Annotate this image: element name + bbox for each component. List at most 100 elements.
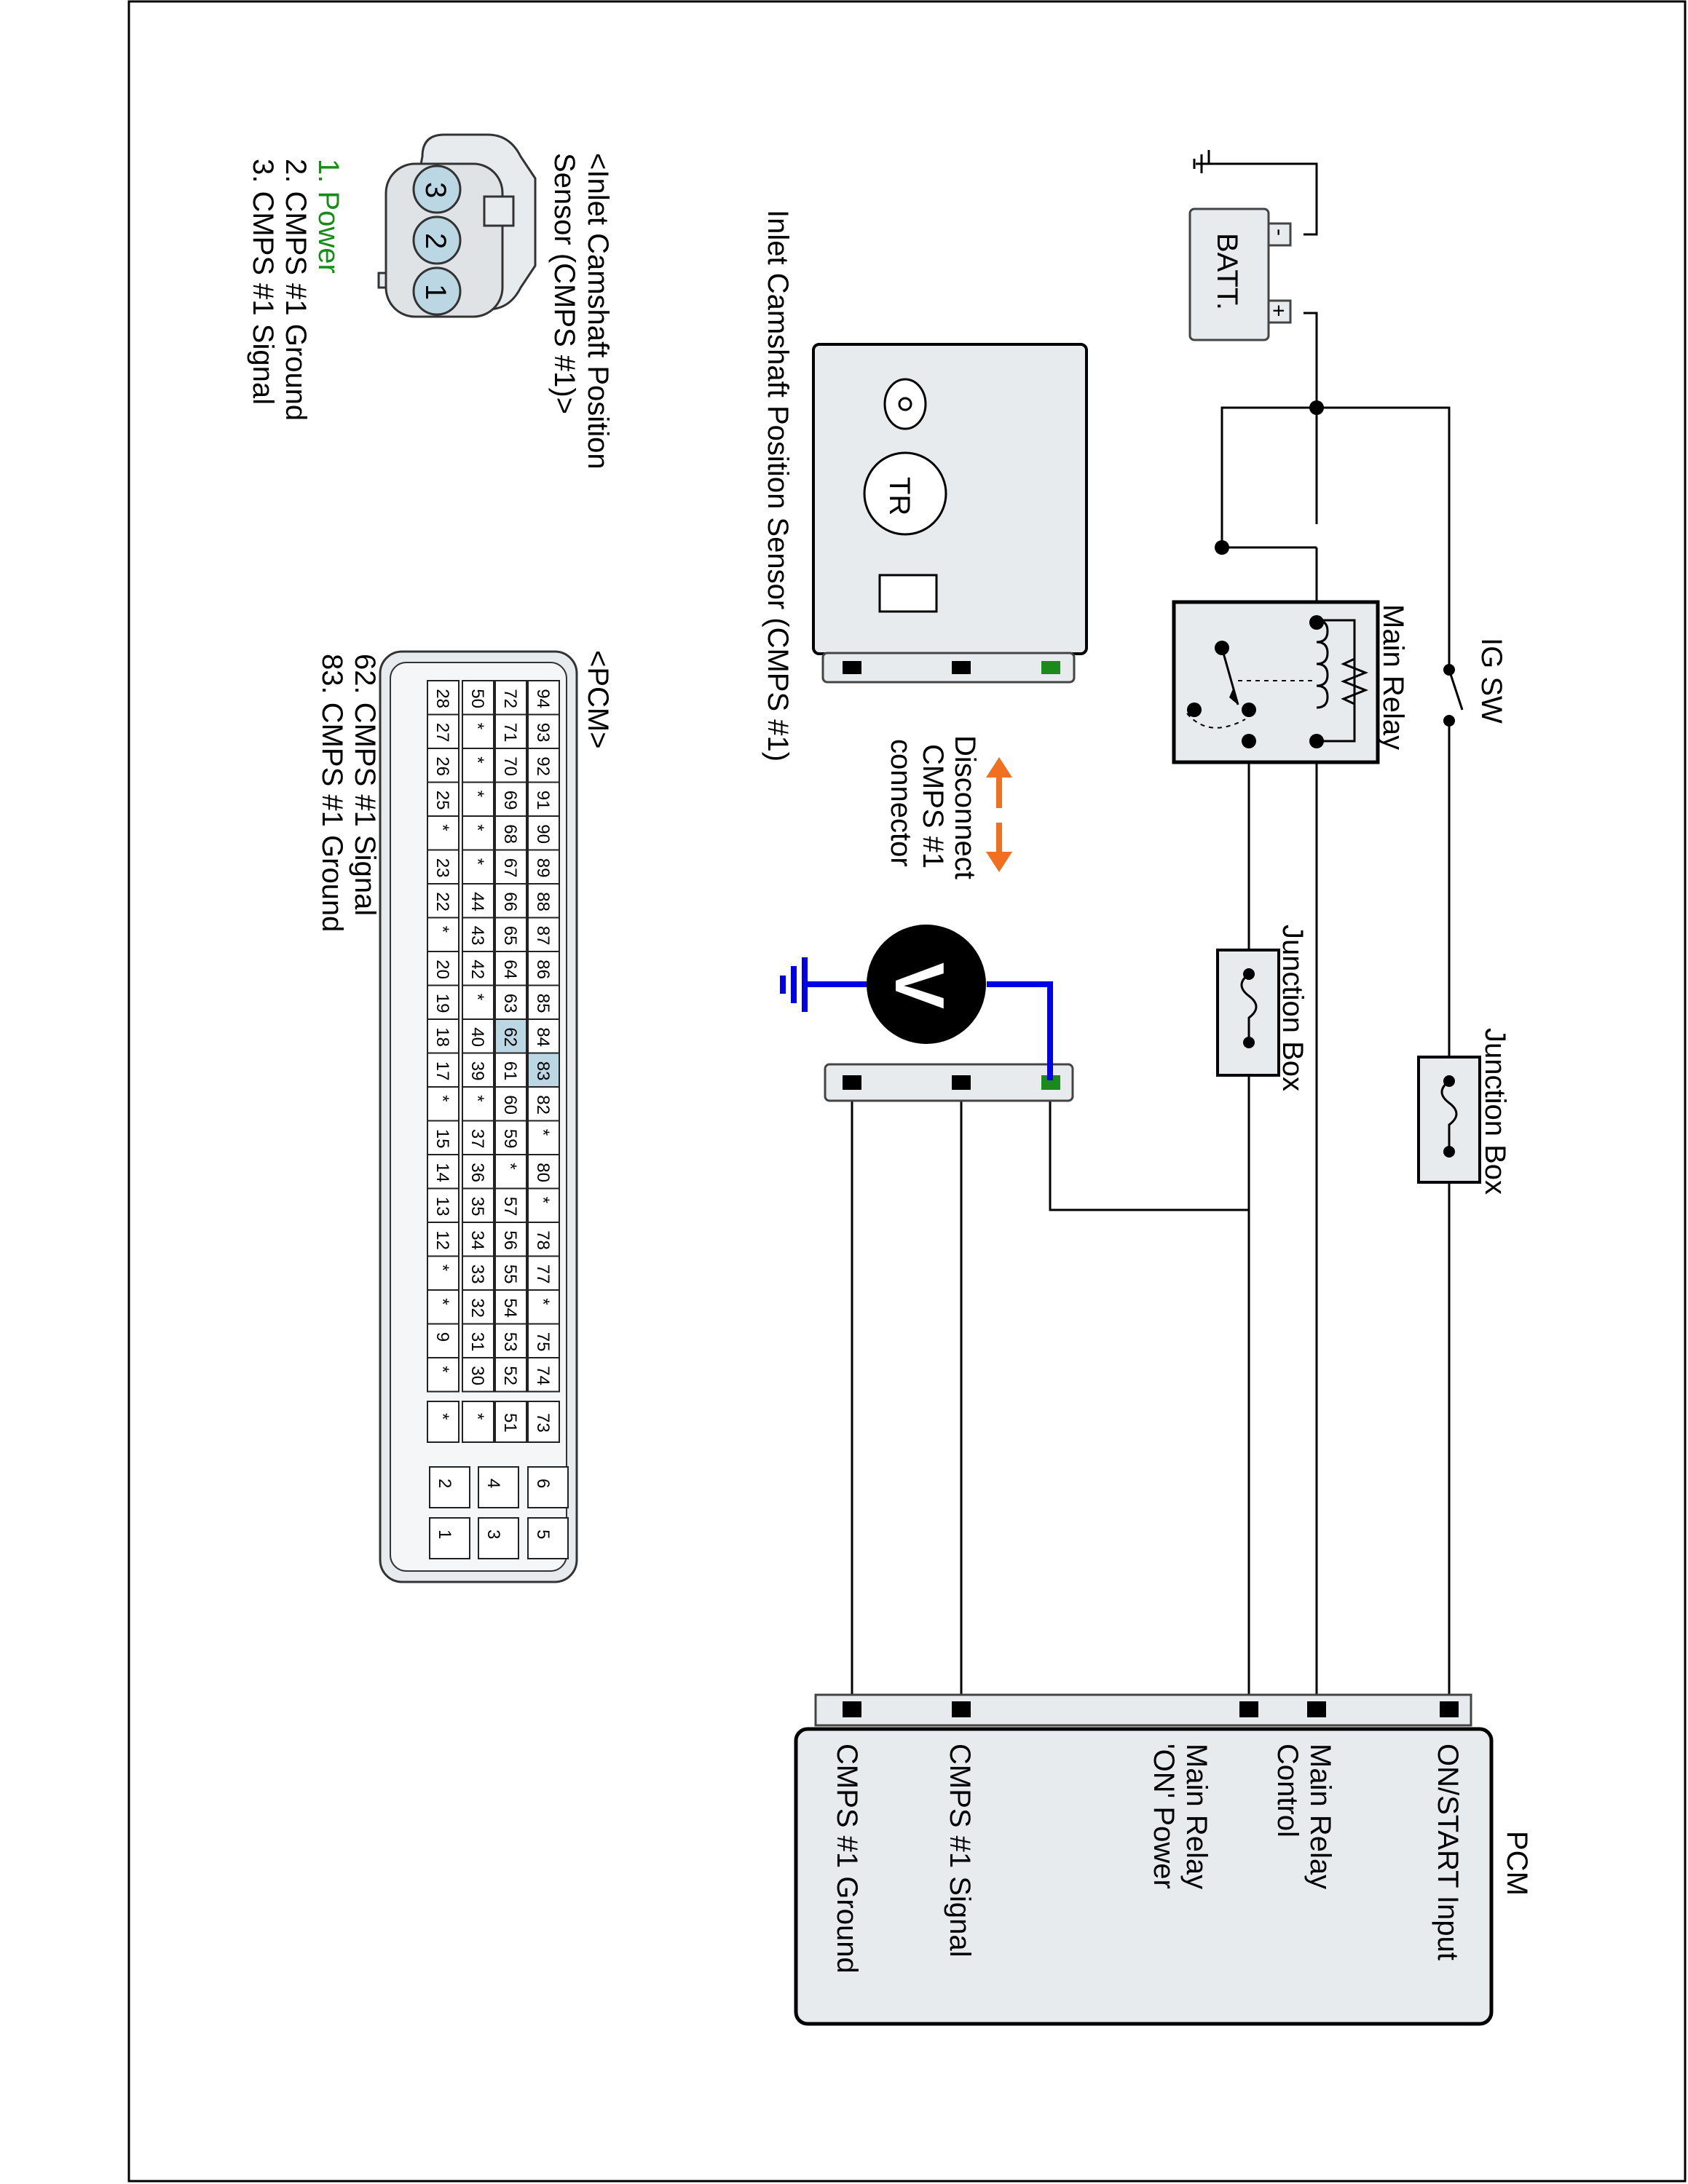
- sensor-connector-title-2: Sensor (CMPS #1)>: [548, 153, 580, 414]
- pcm-pin-40-cell: [462, 1018, 494, 1054]
- pcm-pin-72-label: 72: [500, 689, 520, 708]
- pcm-pin-*-cell: [462, 748, 494, 783]
- pcm-pin-9-label: 9: [433, 1332, 452, 1342]
- pcm-pin-36-cell: [462, 1154, 494, 1190]
- pcm-terminal-cmps-signal: CMPS #1 Signal: [944, 1744, 976, 1957]
- pcm-pin-17-label: 17: [433, 1061, 452, 1081]
- pcm-pin-74-label: 74: [533, 1366, 553, 1385]
- pcm-pin-15-label: 15: [433, 1129, 452, 1149]
- sensor-pin-desc-1: 1. Power: [312, 159, 344, 274]
- pcm-pin-86-label: 86: [533, 960, 553, 979]
- pcm-pin-89-label: 89: [533, 858, 553, 878]
- battery-plus-label: +: [1266, 304, 1290, 317]
- pcm-pin-30-cell: [462, 1357, 494, 1393]
- pcm-power-pin-4-cell: [478, 1466, 519, 1508]
- pcm-pin-37-cell: [462, 1120, 494, 1155]
- junction-box-2: Junction Box: [1417, 1028, 1511, 1195]
- pcm-power-pin-6-label: 6: [533, 1479, 553, 1488]
- pcm-pin-51-label: 51: [500, 1413, 520, 1433]
- pcm-pin-*-cell: [527, 1187, 560, 1223]
- pcm-pin-32-label: 32: [468, 1298, 487, 1318]
- sensor-pin-desc-3: 3. CMPS #1 Signal: [247, 159, 279, 405]
- pcm-pin-*-label: *: [468, 791, 487, 797]
- pcm-pin-62-label: 62: [500, 1027, 520, 1047]
- ig-switch-label: IG SW: [1475, 638, 1507, 724]
- pcm-pin-61-label: 61: [500, 1061, 520, 1081]
- pcm-pin-grid: 94939291908988878685848382*80*7877*75747…: [427, 680, 569, 1559]
- pcm-pin-93-label: 93: [533, 723, 553, 743]
- pcm-pin-57-label: 57: [500, 1197, 520, 1216]
- pcm-pin-78-label: 78: [533, 1230, 553, 1250]
- pcm-pin-56-label: 56: [500, 1230, 520, 1250]
- pcm-pin-22-label: 22: [433, 892, 452, 911]
- pcm-terminal-main-relay-control-1: Main Relay: [1304, 1744, 1336, 1889]
- main-relay-label: Main Relay: [1377, 604, 1409, 750]
- page-frame: [127, 0, 1687, 2183]
- sensor-connector-view: <Inlet Camshaft Position Sensor (CMPS #1…: [247, 133, 614, 470]
- pcm-pin-56-cell: [494, 1222, 527, 1257]
- pcm-pin-73-label: 73: [533, 1413, 553, 1433]
- pcm-pin-89-cell: [527, 849, 560, 885]
- pcm-power-pin-2-cell: [429, 1466, 470, 1508]
- pcm-pin-30-label: 30: [468, 1366, 487, 1385]
- pcm-pin-*-label: *: [533, 1298, 553, 1305]
- pcm-pin-27-label: 27: [433, 723, 452, 743]
- pcm-pin-33-label: 33: [468, 1265, 487, 1284]
- sensor-title: Inlet Camshaft Position Sensor (CMPS #1): [762, 210, 794, 761]
- junction-box-1: Junction Box: [1216, 925, 1309, 1091]
- pcm-pin-28-cell: [427, 680, 460, 716]
- pcm-pin-85-cell: [527, 984, 560, 1020]
- pcm-terminal-main-relay-on-1: Main Relay: [1180, 1744, 1212, 1889]
- pcm-pin-66-cell: [494, 883, 527, 919]
- pcm-pin-25-label: 25: [433, 791, 452, 810]
- pcm-pin-64-label: 64: [500, 960, 520, 979]
- pcm-pin-51-cell: [494, 1401, 527, 1443]
- tr-label: TR: [883, 477, 915, 515]
- junction-box-2-label: Junction Box: [1479, 1028, 1511, 1195]
- pcm-pin-18-label: 18: [433, 1027, 452, 1047]
- bus-junction: [1309, 400, 1324, 415]
- pcm-pin-55-label: 55: [500, 1265, 520, 1284]
- pcm-pin-87-label: 87: [533, 926, 553, 946]
- pcm-pin-60-label: 60: [500, 1095, 520, 1115]
- pcm-pin-90-cell: [527, 815, 560, 851]
- disconnect-line-2: CMPS #1: [917, 744, 949, 869]
- sensor-pin-label-3: 3: [419, 182, 451, 198]
- pcm-power-pin-5-label: 5: [533, 1530, 553, 1539]
- pcm-pin-*-cell: [462, 984, 494, 1020]
- bus-junction: [1215, 540, 1229, 555]
- pcm-power-pin-4-label: 4: [484, 1479, 503, 1488]
- pcm-pin-71-cell: [494, 713, 527, 749]
- pcm-block: PCM ON/START Input Main Relay Control Ma…: [794, 1693, 1533, 2026]
- pcm-pin-55-cell: [494, 1255, 527, 1291]
- pcm-pin-73-cell: [527, 1401, 560, 1443]
- voltmeter-label: V: [880, 962, 958, 1009]
- battery-minus-label: -: [1268, 229, 1292, 236]
- pcm-pin-*-label: *: [533, 1197, 553, 1203]
- pcm-pin-19-cell: [427, 984, 460, 1020]
- pcm-pin-*-label: *: [433, 1366, 452, 1372]
- voltmeter: [867, 925, 986, 1044]
- disconnect-arrows: Disconnect CMPS #1 connector: [885, 735, 1012, 879]
- pcm-pin-93-cell: [527, 713, 560, 749]
- pcm-pin-74-cell: [527, 1357, 560, 1393]
- pcm-pin-84-label: 84: [533, 1027, 553, 1047]
- pcm-pin-*-label: *: [468, 824, 487, 831]
- pcm-pin-*-label: *: [468, 756, 487, 763]
- pcm-pin-90-label: 90: [533, 824, 553, 844]
- battery: BATT. - +: [1188, 207, 1292, 341]
- pcm-pin-44-cell: [462, 883, 494, 919]
- ig-switch: IG SW: [1443, 638, 1507, 727]
- pcm-pin-12-cell: [427, 1222, 460, 1257]
- pcm-pin-*-cell: [427, 1086, 460, 1122]
- pcm-pin-9-cell: [427, 1323, 460, 1358]
- pcm-pin-63-cell: [494, 984, 527, 1020]
- battery-label: BATT.: [1211, 233, 1243, 310]
- junction-box-1-label: Junction Box: [1277, 925, 1309, 1091]
- pcm-pin-13-label: 13: [433, 1197, 452, 1216]
- pcm-pin-36-label: 36: [468, 1163, 487, 1182]
- pcm-pin-53-cell: [494, 1323, 527, 1358]
- pcm-pin-*-cell: [527, 1289, 560, 1325]
- pcm-legend-62: 62. CMPS #1 Signal: [349, 654, 381, 916]
